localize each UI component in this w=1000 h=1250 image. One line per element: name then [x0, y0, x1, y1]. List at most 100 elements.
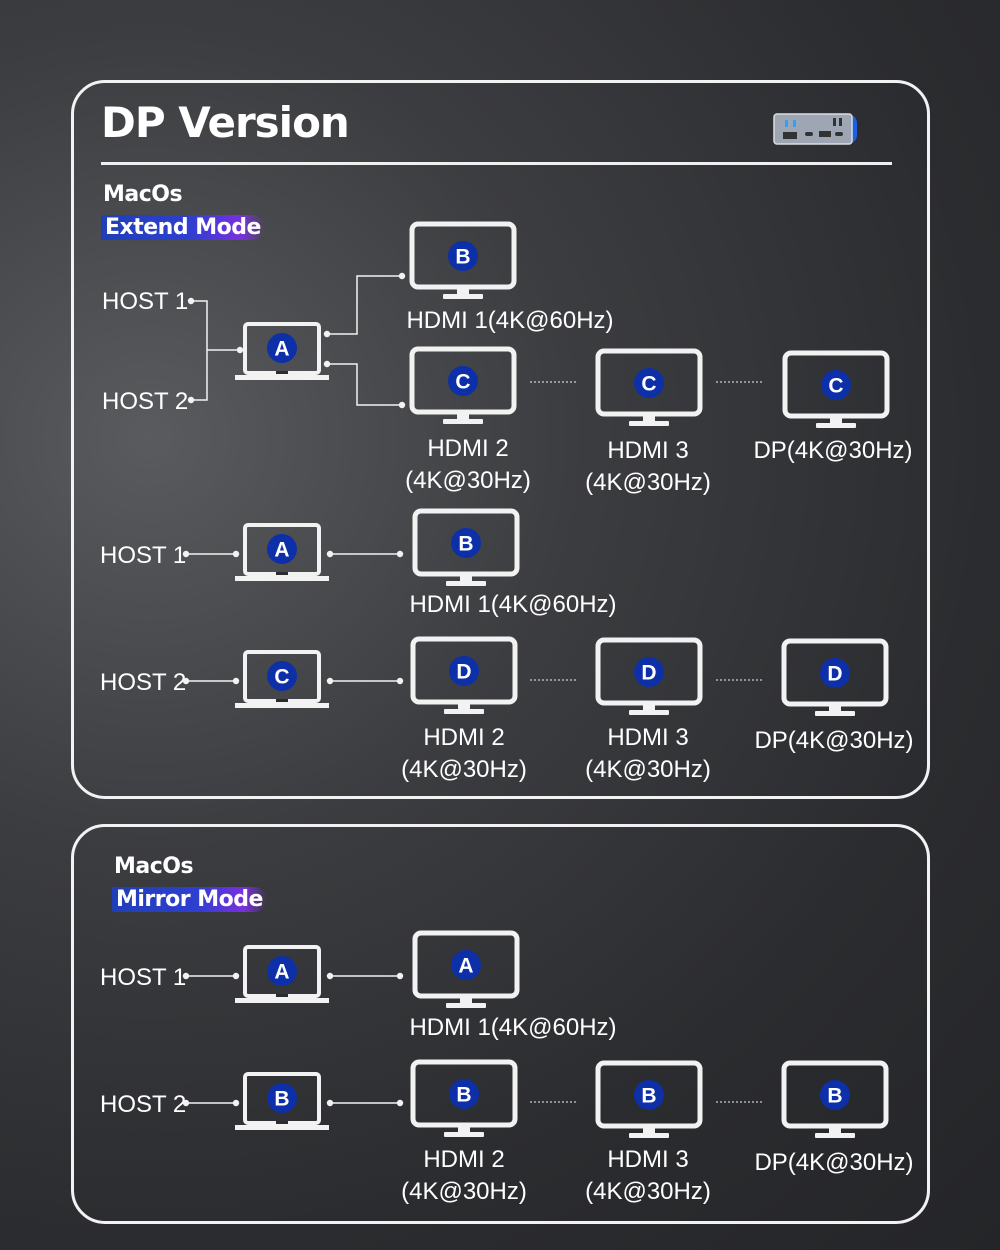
- monitor-neck: [643, 414, 655, 422]
- badge-circle: [267, 534, 297, 564]
- mirror-row1-monitor-label: HDMI 1(4K@60Hz): [409, 1014, 616, 1041]
- connector-dot: [232, 1099, 240, 1107]
- laptop-to-hdmi2-line: [327, 363, 402, 406]
- mirror-row2-monitor-dp-badge: B: [820, 1080, 850, 1110]
- badge-letter: D: [456, 661, 471, 684]
- mirror-panel: [71, 824, 930, 1224]
- host-1-label: HOST 1: [102, 288, 188, 315]
- monitor-dp-badge: C: [821, 370, 851, 400]
- badge-letter: C: [641, 373, 656, 396]
- extend-row2-hdmi3-label-1: (4K@30Hz): [585, 756, 711, 783]
- extend-row2-dp-label-0: DP(4K@30Hz): [754, 727, 913, 754]
- laptop-notch: [276, 699, 288, 702]
- extend-os-label: MacOs: [103, 182, 183, 207]
- monitor-hdmi2-label-1: (4K@30Hz): [405, 467, 531, 494]
- laptop-base: [235, 576, 329, 581]
- monitor-base: [629, 710, 669, 715]
- mirror-row1-laptop-badge: A: [267, 956, 297, 986]
- extend-row1-laptop: [235, 523, 329, 581]
- monitor-dp-label-0: DP(4K@30Hz): [753, 437, 912, 464]
- badge-letter: B: [455, 246, 470, 269]
- mirror-row1-monitor-badge: A: [451, 950, 481, 980]
- monitor-base: [446, 581, 486, 586]
- extend-row1-host-label: HOST 1: [100, 542, 186, 569]
- badge-circle: [267, 333, 297, 363]
- badge-letter: D: [827, 663, 842, 686]
- dock-device-icon: [773, 112, 859, 146]
- monitor-base: [446, 1003, 486, 1008]
- connector-dot: [396, 1099, 404, 1107]
- extend-row1-laptop-badge: A: [267, 534, 297, 564]
- laptop-notch: [276, 572, 288, 575]
- connector-dot: [396, 677, 404, 685]
- laptop-base: [235, 375, 329, 380]
- monitor-hdmi1-label-0: HDMI 1(4K@60Hz): [406, 307, 613, 334]
- host-2-label: HOST 2: [102, 388, 188, 415]
- mirror-row2-monitor-hdmi3: [595, 1060, 703, 1138]
- badge-letter: B: [458, 533, 473, 556]
- extend-mode-label: Extend Mode: [101, 215, 265, 240]
- monitor-neck: [643, 703, 655, 711]
- extend-row2-laptop-badge: C: [267, 661, 297, 691]
- laptop-to-hdmi1-line: [327, 275, 402, 335]
- extend-row2-monitor-dp: [781, 638, 889, 716]
- laptop-notch: [276, 371, 288, 374]
- mirror-row2-monitor-hdmi2-badge: B: [449, 1079, 479, 1109]
- connector-dot: [232, 677, 240, 685]
- mirror-os-label: MacOs: [114, 854, 194, 879]
- extend-row2-laptop: [235, 650, 329, 708]
- host-merge-line: [191, 300, 208, 401]
- connector-dot: [236, 346, 244, 354]
- mirror-row2-monitor-hdmi2: [410, 1059, 518, 1137]
- monitor-base: [443, 294, 483, 299]
- mirror-row2-hdmi2-label-1: (4K@30Hz): [401, 1178, 527, 1205]
- mirror-row2-laptop: [235, 1072, 329, 1130]
- monitor-hdmi3: [595, 348, 703, 426]
- connector-dot: [232, 972, 240, 980]
- extend-row2-hdmi2-label-1: (4K@30Hz): [401, 756, 527, 783]
- laptop-base: [235, 998, 329, 1003]
- extend-row2-monitor-hdmi2-badge: D: [449, 656, 479, 686]
- connector-dot: [396, 972, 404, 980]
- mirror-row2-hdmi3-label-0: HDMI 3: [607, 1146, 688, 1173]
- extend-panel: [71, 80, 930, 799]
- monitor-neck: [457, 287, 469, 295]
- mirror-row2-hdmi2-label-0: HDMI 2: [423, 1146, 504, 1173]
- badge-circle: [451, 950, 481, 980]
- mirror-row2-host-label: HOST 2: [100, 1091, 186, 1118]
- badge-circle: [821, 370, 851, 400]
- badge-circle: [634, 657, 664, 687]
- badge-circle: [267, 1083, 297, 1113]
- badge-circle: [820, 1080, 850, 1110]
- monitor-neck: [829, 704, 841, 712]
- mirror-row2-laptop-badge: B: [267, 1083, 297, 1113]
- extend-row2-monitor-hdmi2: [410, 636, 518, 714]
- monitor-neck: [457, 412, 469, 420]
- extend-row2-host-label: HOST 2: [100, 669, 186, 696]
- badge-letter: A: [274, 539, 289, 562]
- monitor-hdmi3-label-1: (4K@30Hz): [585, 469, 711, 496]
- laptop-notch: [276, 994, 288, 997]
- monitor-hdmi2-badge: C: [448, 366, 478, 396]
- badge-letter: B: [456, 1084, 471, 1107]
- extend-row2-monitor-hdmi3: [595, 637, 703, 715]
- extend-row1-monitor: [412, 508, 520, 586]
- badge-circle: [449, 1079, 479, 1109]
- badge-circle: [451, 528, 481, 558]
- extend-row2-monitor-hdmi3-badge: D: [634, 657, 664, 687]
- badge-letter: C: [455, 371, 470, 394]
- monitor-hdmi1-badge: B: [448, 241, 478, 271]
- badge-circle: [448, 366, 478, 396]
- connector-dot: [232, 550, 240, 558]
- badge-circle: [267, 661, 297, 691]
- monitor-base: [629, 421, 669, 426]
- connector-dot: [398, 401, 406, 409]
- badge-letter: A: [274, 961, 289, 984]
- monitor-base: [629, 1133, 669, 1138]
- laptop-base: [235, 703, 329, 708]
- badge-circle: [634, 1080, 664, 1110]
- mirror-mode-label: Mirror Mode: [112, 887, 267, 912]
- page-title: DP Version: [101, 98, 350, 147]
